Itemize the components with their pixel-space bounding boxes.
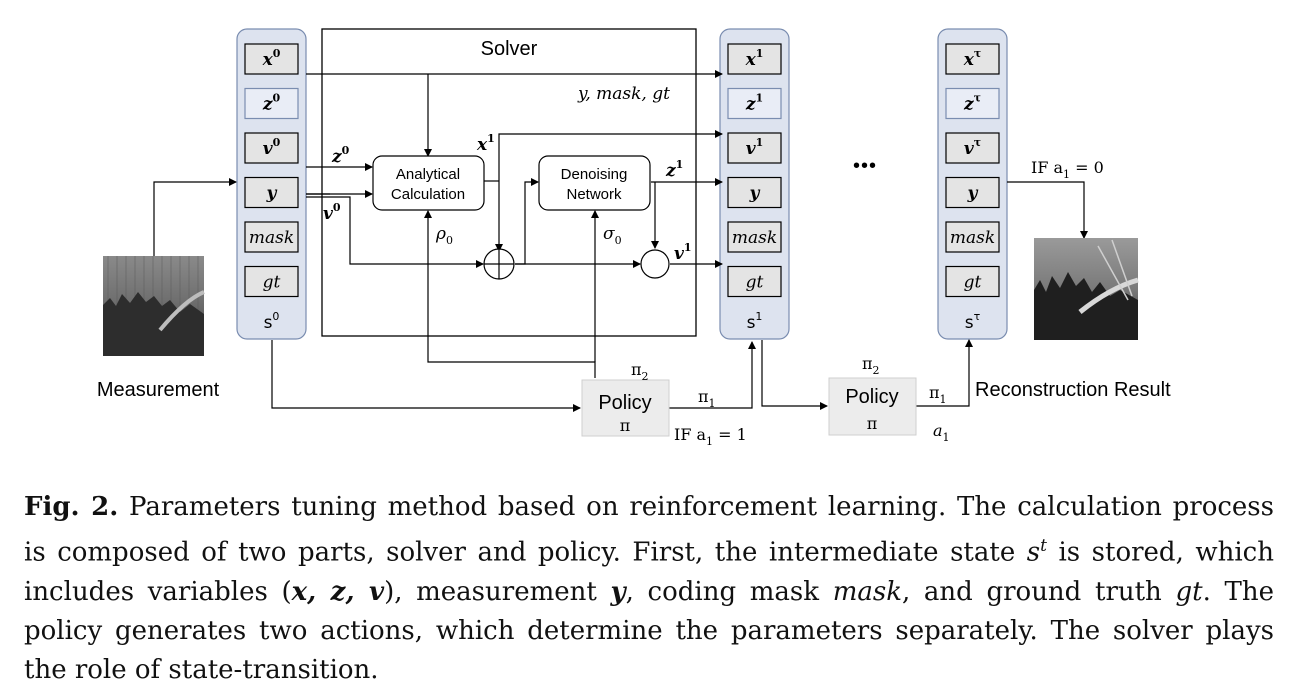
state-var-box-x bbox=[727, 43, 782, 75]
state-var-gt: gt bbox=[746, 273, 764, 293]
state-var-box-v bbox=[727, 132, 782, 164]
state-var-mask: mask bbox=[950, 228, 995, 248]
caption-text-6: . The policy generates two actions, whic… bbox=[24, 576, 1274, 685]
figure-caption: Fig. 2. Parameters tuning method based o… bbox=[24, 488, 1274, 690]
state-var-v: vτ bbox=[964, 136, 981, 159]
state-var-box-z bbox=[244, 87, 299, 120]
policy-1-symbol: π bbox=[620, 416, 631, 435]
caption-text-2: is stored, which includes variables ( bbox=[24, 537, 1274, 607]
state-label-stau: sτ bbox=[965, 310, 981, 333]
reconstruction-result-label: Reconstruction Result bbox=[975, 379, 1171, 401]
policy-2-a1: a1 bbox=[933, 421, 950, 444]
state-var-box-v bbox=[945, 132, 1000, 164]
state-var-box-mask bbox=[727, 221, 782, 253]
state-var-y: y bbox=[967, 184, 979, 204]
policy-1-pi1: π1 bbox=[698, 387, 716, 410]
state-label-s1: s1 bbox=[747, 310, 763, 333]
measurement-image bbox=[103, 256, 205, 356]
policy-1-label: Policy bbox=[598, 392, 651, 414]
state-var-box-mask bbox=[244, 221, 299, 253]
caption-s-sup: t bbox=[1040, 536, 1047, 556]
state-var-box-x bbox=[244, 43, 299, 75]
wires bbox=[153, 70, 1088, 412]
denoising-line2: Network bbox=[566, 186, 622, 203]
rho0-label: ρ0 bbox=[435, 224, 453, 247]
caption-vars: x, z, v bbox=[291, 576, 385, 607]
policy-2-symbol: π bbox=[867, 414, 878, 433]
state-var-gt: gt bbox=[263, 273, 281, 293]
caption-mask: mask bbox=[832, 576, 902, 607]
analytical-calculation-node bbox=[372, 155, 485, 211]
state-var-y: y bbox=[749, 184, 761, 204]
state-var-box-y bbox=[244, 176, 299, 209]
caption-s: s bbox=[1026, 537, 1041, 568]
policy-2-label: Policy bbox=[845, 386, 898, 408]
state-var-box-v bbox=[244, 132, 299, 164]
ellipsis: ••• bbox=[853, 155, 877, 177]
solver-inputs-label: y, mask, gt bbox=[577, 84, 670, 104]
state-var-box-gt bbox=[945, 265, 1000, 298]
state-var-box-gt bbox=[727, 265, 782, 298]
plus-operator-icon bbox=[483, 248, 515, 280]
sigma0-label: σ0 bbox=[603, 224, 622, 247]
denoising-network-node bbox=[538, 155, 651, 211]
state-var-mask: mask bbox=[732, 228, 777, 248]
denoising-line1: Denoising bbox=[561, 166, 628, 183]
measurement-label: Measurement bbox=[97, 379, 220, 401]
state-var-x: x1 bbox=[745, 47, 764, 70]
policy-box-1 bbox=[581, 379, 670, 437]
state-var-box-y bbox=[727, 176, 782, 209]
state-var-box-x bbox=[945, 43, 1000, 75]
state-var-box-mask bbox=[945, 221, 1000, 253]
state-column-s0: x0 z0 v0 y mask gt s0 bbox=[236, 28, 307, 340]
state-var-y: y bbox=[266, 184, 278, 204]
state-var-box-z bbox=[945, 87, 1000, 120]
state-column-stau: xτ zτ vτ y mask gt sτ bbox=[937, 28, 1008, 340]
analytical-line1: Analytical bbox=[396, 166, 460, 183]
state-var-v: v1 bbox=[746, 136, 764, 159]
policy-2-pi2: π2 bbox=[862, 354, 880, 377]
caption-gt: gt bbox=[1175, 576, 1203, 607]
state-var-z: z0 bbox=[262, 92, 281, 115]
policy-1-pi2: π2 bbox=[631, 360, 649, 383]
state-var-x: xτ bbox=[963, 47, 982, 70]
update-operator-icon bbox=[640, 249, 670, 279]
x1-label: x1 bbox=[476, 132, 495, 155]
state-var-z: z1 bbox=[745, 92, 763, 115]
caption-text-1: Parameters tuning method based on reinfo… bbox=[24, 492, 1274, 568]
caption-y: y bbox=[610, 576, 626, 607]
z0-label: z0 bbox=[331, 144, 350, 167]
v1-label: v1 bbox=[674, 241, 692, 264]
state-var-box-y bbox=[945, 176, 1000, 209]
caption-text-4: , coding mask bbox=[625, 576, 833, 607]
caption-text-5: , and ground truth bbox=[901, 576, 1176, 607]
rl-diagram: Solver x0 z0 v0 y mask gt s0 x1 z1 v1 y mask gt s1 x… bbox=[97, 28, 1171, 448]
state-var-mask: mask bbox=[249, 228, 294, 248]
state-var-gt: gt bbox=[964, 273, 982, 293]
analytical-line2: Calculation bbox=[391, 186, 465, 203]
state-column-s1: x1 z1 v1 y mask gt s1 bbox=[719, 28, 790, 340]
state-var-x: x0 bbox=[262, 47, 281, 70]
policy-box-2 bbox=[828, 377, 917, 436]
solver-title: Solver bbox=[481, 38, 538, 60]
reconstruction-image bbox=[1034, 238, 1139, 340]
caption-fig-label: Fig. 2. bbox=[24, 492, 119, 522]
state-var-z: zτ bbox=[963, 92, 981, 115]
caption-text-3: ), measurement bbox=[384, 576, 611, 607]
if-a1-equals-1: IF a1 = 1 bbox=[674, 425, 747, 448]
v0-label: v0 bbox=[323, 201, 341, 224]
z1-label: z1 bbox=[665, 158, 683, 181]
state-var-v: v0 bbox=[263, 136, 281, 159]
policy-2-pi1: π1 bbox=[929, 383, 947, 406]
state-label-s0: s0 bbox=[264, 310, 280, 333]
if-a1-equals-0: IF a1 = 0 bbox=[1031, 158, 1104, 181]
state-var-box-gt bbox=[244, 265, 299, 298]
state-var-box-z bbox=[727, 87, 782, 120]
